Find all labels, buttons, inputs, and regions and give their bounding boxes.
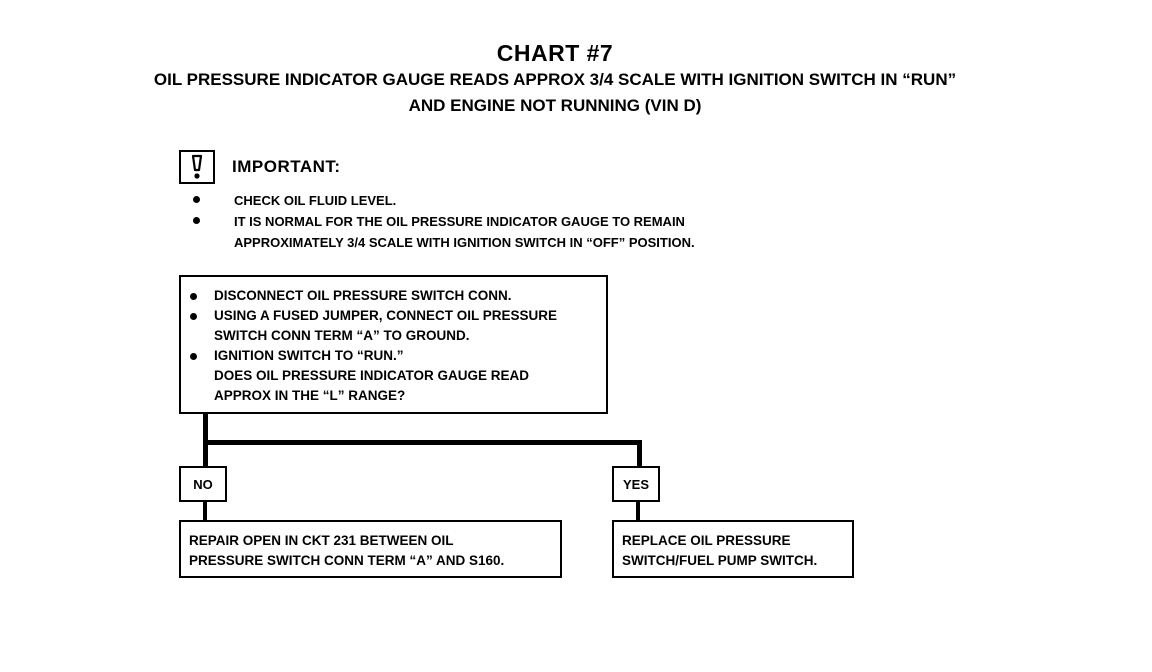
step-line: IGNITION SWITCH TO “RUN.” [214,348,404,363]
step-line: USING A FUSED JUMPER, CONNECT OIL PRESSU… [214,308,558,323]
bullet-dot [193,196,200,203]
main-step-item-2: USING A FUSED JUMPER, CONNECT OIL PRESSU… [214,306,557,346]
chart-title: CHART #7 [496,40,614,66]
chart-subtitle-line-1: OIL PRESSURE INDICATOR GAUGE READS APPRO… [153,70,957,89]
step-line: DISCONNECT OIL PRESSURE SWITCH CONN. [214,288,512,303]
bullet-dot [190,313,197,320]
connector-horizontal [203,440,642,445]
yes-label-text: YES [622,476,649,492]
bullet-dot [190,353,197,360]
important-label: IMPORTANT: [232,157,341,176]
exclamation-box-icon [179,150,215,184]
important-note-2: IT IS NORMAL FOR THE OIL PRESSURE INDICA… [234,211,695,253]
note-line: APPROXIMATELY 3/4 SCALE WITH IGNITION SW… [234,235,695,250]
no-result-box: REPAIR OPEN IN CKT 231 BETWEEN OIL PRESS… [179,520,562,578]
yes-result-box: REPLACE OIL PRESSURE SWITCH/FUEL PUMP SW… [612,520,854,578]
exclamation-glyph-icon [191,154,203,179]
main-step-item-3: IGNITION SWITCH TO “RUN.” DOES OIL PRESS… [214,346,529,406]
result-line: PRESSURE SWITCH CONN TERM “A” AND S160. [189,553,505,568]
no-label-text: NO [193,476,213,492]
result-line: SWITCH/FUEL PUMP SWITCH. [622,553,818,568]
bullet-dot [190,293,197,300]
connector-yes-to-result [636,500,640,522]
step-line: SWITCH CONN TERM “A” TO GROUND. [214,328,470,343]
chart-subtitle-line-2: AND ENGINE NOT RUNNING (VIN D) [408,96,702,115]
step-line: APPROX IN THE “L” RANGE? [214,388,406,403]
result-line: REPLACE OIL PRESSURE [622,533,791,548]
connector-to-yes [637,440,642,468]
result-line: REPAIR OPEN IN CKT 231 BETWEEN OIL [189,533,454,548]
yes-branch-label: YES [612,466,660,502]
step-line: DOES OIL PRESSURE INDICATOR GAUGE READ [214,368,530,383]
main-step-item-1: DISCONNECT OIL PRESSURE SWITCH CONN. [214,286,512,306]
main-step-box: DISCONNECT OIL PRESSURE SWITCH CONN. USI… [179,275,608,414]
important-note-1: CHECK OIL FLUID LEVEL. [234,190,396,211]
note-line: CHECK OIL FLUID LEVEL. [234,193,397,208]
bullet-dot [193,217,200,224]
no-branch-label: NO [179,466,227,502]
note-line: IT IS NORMAL FOR THE OIL PRESSURE INDICA… [234,214,685,229]
connector-no-to-result [203,500,207,522]
